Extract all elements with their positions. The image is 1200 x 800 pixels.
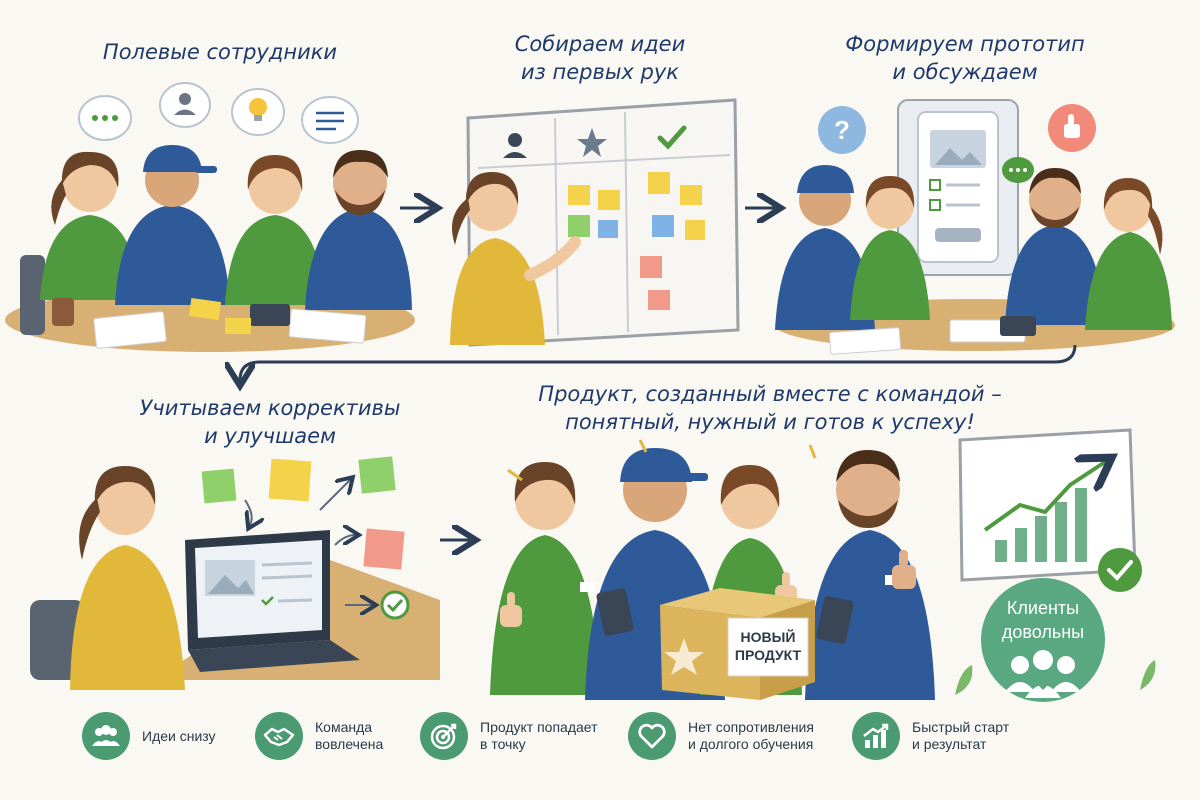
- step-5-title: Продукт, созданный вместе с командой – п…: [538, 382, 1002, 434]
- product-box-text: НОВЫЙ ПРОДУКТ: [734, 629, 802, 663]
- sticky-note: [640, 256, 662, 278]
- thumbs-up-bubble-icon: [1048, 104, 1096, 152]
- benefit-label: Нет сопротивления и долгого обучения: [688, 719, 814, 752]
- growth-chart-board: [958, 428, 1137, 665]
- tablet: [816, 596, 854, 644]
- step-3-title: Формируем прототип и обсуждаем: [845, 32, 1085, 84]
- star-icon: [664, 638, 704, 675]
- scene-whiteboard: [450, 98, 740, 347]
- chat-bubble-icon: [78, 95, 132, 141]
- thumbs-up-icon: [500, 592, 522, 627]
- benefit-label: Продукт попадает в точку: [480, 719, 598, 752]
- sticky-note: [648, 172, 670, 194]
- flow-connector: [240, 344, 1077, 380]
- sticky-note: [648, 290, 670, 310]
- svg-text:?: ?: [834, 115, 850, 145]
- scene-field-employees: [5, 82, 415, 352]
- laptop: [185, 530, 360, 672]
- product-box-label: [727, 617, 809, 677]
- heart-icon: [1036, 678, 1050, 690]
- scene-iterate: [30, 456, 440, 690]
- benefit-label: Идеи снизу: [142, 727, 216, 744]
- question-bubble-icon: ?: [818, 106, 866, 154]
- person-yellow-presenter: [450, 172, 581, 345]
- sticky-note: [598, 190, 620, 210]
- scene-prototype: ?: [775, 99, 1175, 355]
- scene-final-product: [490, 428, 1156, 702]
- plant-icon: [1140, 660, 1156, 690]
- person-green-1: [40, 151, 140, 300]
- user-icon: [503, 133, 527, 158]
- sticky-note: [568, 185, 590, 205]
- sticky-note: [268, 458, 312, 502]
- sticky-note: [358, 456, 396, 494]
- chat-bubble-icon: [1002, 157, 1034, 183]
- benefit-fast-start: Быстрый старт и результат: [852, 706, 1009, 766]
- benefit-product-on-target: Продукт попадает в точку: [420, 706, 598, 766]
- sticky-note: [598, 220, 618, 238]
- person-green-final-1: [490, 462, 600, 695]
- step-1-title: Полевые сотрудники: [102, 40, 338, 64]
- step-4-title: Учитываем коррективы и улучшаем: [139, 396, 401, 448]
- benefit-no-resistance: Нет сопротивления и долгого обучения: [628, 706, 814, 766]
- person-green-2: [225, 155, 325, 305]
- person-blue-2: [305, 150, 412, 310]
- check-circle-icon: [380, 590, 410, 620]
- thumbs-up-icon: [892, 550, 916, 589]
- plant-icon: [955, 665, 973, 695]
- person-bubble-icon: [159, 82, 211, 128]
- person-green-4: [1085, 178, 1172, 330]
- coffee-cup-icon: [52, 298, 74, 326]
- target-icon: [420, 712, 468, 760]
- satisfied-clients-badge: [981, 578, 1105, 702]
- checkmark-icon: [657, 125, 687, 150]
- heart-icon: [628, 712, 676, 760]
- person-green-3: [850, 176, 930, 320]
- handshake-icon: [255, 712, 303, 760]
- person-blue-4: [1005, 168, 1105, 325]
- tablet: [596, 588, 634, 636]
- sticky-note: [363, 528, 405, 570]
- benefit-label: Команда вовлечена: [315, 719, 384, 752]
- product-box: [660, 588, 815, 700]
- star-icon: [577, 128, 607, 157]
- text-bubble-icon: [301, 96, 359, 144]
- person-yellow-laptop: [70, 466, 185, 690]
- sticky-note: [568, 215, 590, 237]
- person-blue-3: [775, 165, 875, 330]
- person-blue-1: [115, 145, 230, 305]
- sticky-note: [201, 468, 237, 504]
- check-circle-icon: [1098, 548, 1142, 592]
- team-icon: [82, 712, 130, 760]
- growth-chart-icon: [852, 712, 900, 760]
- benefit-team-engaged: Команда вовлечена: [255, 706, 383, 766]
- benefit-label: Быстрый старт и результат: [912, 719, 1010, 752]
- satisfied-clients-text: Клиенты довольны: [1001, 598, 1085, 642]
- step-2-title: Собираем идеи из первых рук: [514, 32, 686, 84]
- sticky-note: [652, 215, 674, 237]
- sticky-note: [680, 185, 702, 205]
- benefit-ideas-from-below: Идеи снизу: [82, 706, 216, 766]
- lightbulb-icon: [231, 88, 285, 136]
- sticky-note: [685, 220, 705, 240]
